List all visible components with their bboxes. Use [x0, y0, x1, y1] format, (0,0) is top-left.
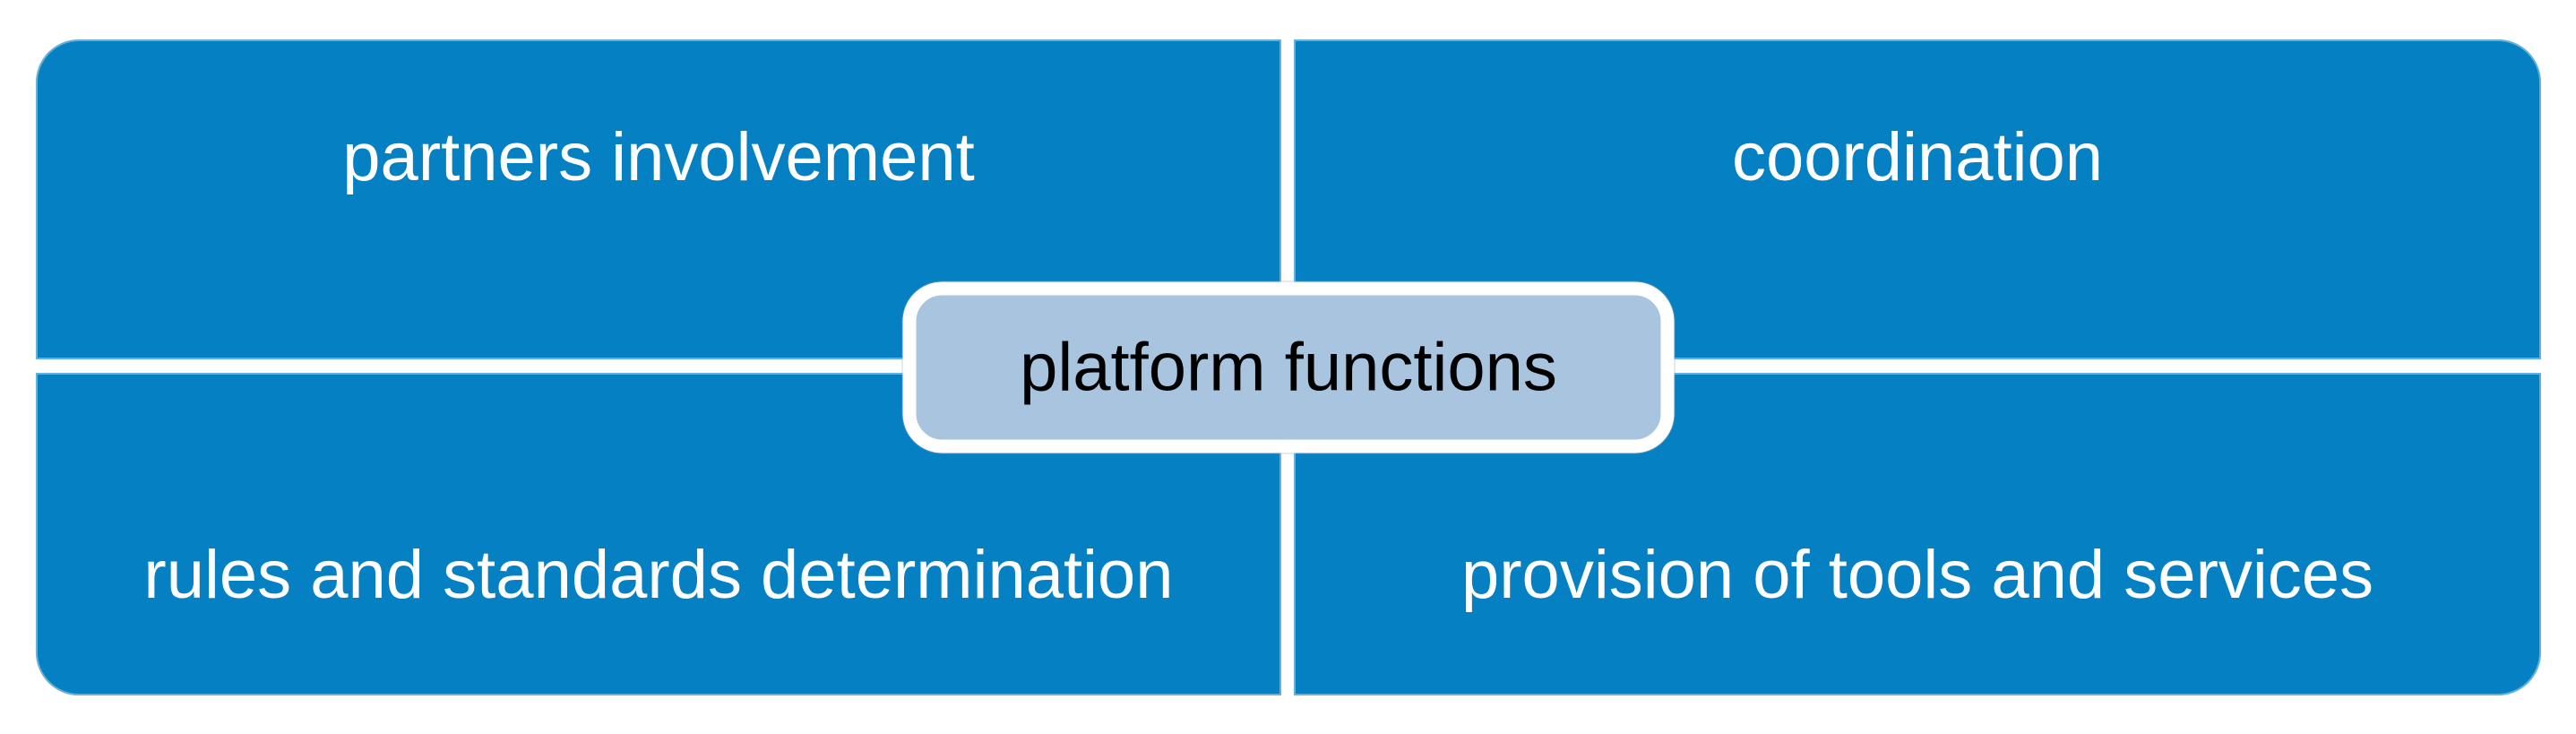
quadrant-label-provision-of-tools-and-services: provision of tools and services	[1460, 537, 2374, 614]
center-box-platform-functions: platform functions	[902, 281, 1675, 453]
quadrant-label-rules-and-standards-determination: rules and standards determination	[143, 537, 1174, 614]
quadrant-label-partners-involvement: partners involvement	[342, 119, 975, 196]
center-box-label: platform functions	[1020, 329, 1557, 406]
quadrant-partners-involvement: partners involvement	[36, 39, 1281, 359]
quadrant-rules-and-standards-determination: rules and standards determination	[36, 373, 1281, 695]
quadrant-label-coordination: coordination	[1731, 119, 2104, 196]
platform-functions-diagram: partners involvement coordination rules …	[36, 39, 2541, 695]
